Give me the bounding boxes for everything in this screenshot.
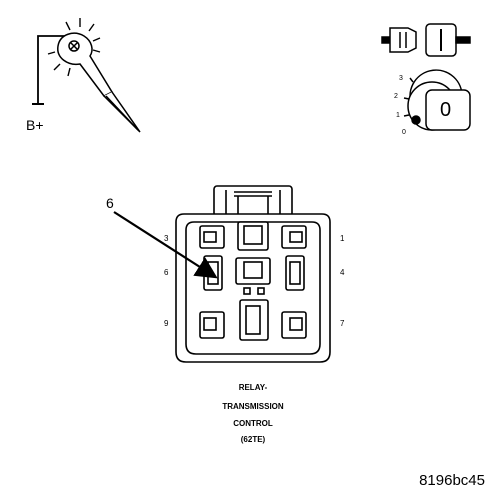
test-light-icon (32, 18, 141, 133)
pin-label-7: 7 (340, 319, 345, 328)
pin-label-6: 6 (164, 268, 169, 277)
figure-code: 8196bc45 (419, 472, 485, 489)
pin-label-4: 4 (340, 268, 345, 277)
caption-line-3: CONTROL (233, 419, 273, 428)
ignition-key-icon (403, 69, 471, 131)
pin-label-3: 3 (164, 234, 169, 243)
ignition-position-0: 0 (402, 129, 406, 136)
connector-disconnected-icon (381, 23, 471, 57)
callout-number: 6 (106, 195, 114, 211)
ignition-position-2: 2 (394, 93, 398, 100)
caption-line-4: (62TE) (241, 435, 266, 444)
caption-line-1: RELAY- (239, 383, 268, 392)
callout-arrow (113, 211, 218, 279)
pin-label-9: 9 (164, 319, 169, 328)
caption-line-2: TRANSMISSION (222, 402, 284, 411)
relay-connector (175, 185, 331, 363)
pin-label-1: 1 (340, 234, 345, 243)
ignition-position-1: 1 (396, 112, 400, 119)
ignition-key-label: 0 (440, 99, 451, 121)
ignition-position-3: 3 (399, 75, 403, 82)
supply-label: B+ (26, 117, 44, 133)
